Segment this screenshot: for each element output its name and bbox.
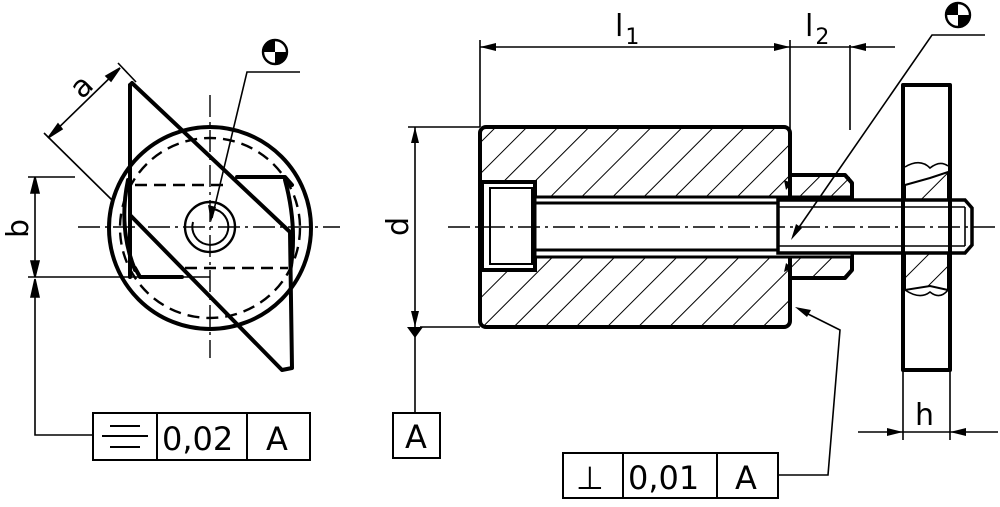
symmetry-symbol-icon bbox=[102, 425, 148, 448]
datum-triangle-icon bbox=[407, 327, 423, 338]
perpendicularity-leader bbox=[778, 309, 841, 476]
left-view: a b 0,02 A bbox=[1, 38, 340, 461]
plate-section bbox=[904, 170, 949, 292]
perpendicularity-datum: A bbox=[735, 459, 757, 497]
perpendicularity-tolerance-frame: ⊥ 0,01 A bbox=[562, 452, 779, 499]
screw-head bbox=[489, 187, 533, 265]
dim-d-label: d bbox=[381, 217, 416, 236]
dim-b-label: b bbox=[1, 219, 36, 238]
dim-a-label: a bbox=[63, 68, 101, 106]
body-section bbox=[480, 127, 850, 327]
perpendicularity-symbol-icon: ⊥ bbox=[576, 459, 604, 497]
symmetry-tolerance-frame: 0,02 A bbox=[92, 412, 311, 461]
symmetry-value: 0,02 bbox=[162, 420, 233, 458]
position-leader-left bbox=[211, 71, 300, 219]
dim-h-label: h bbox=[915, 398, 934, 433]
slot-bottom bbox=[133, 266, 184, 279]
perpendicularity-value: 0,01 bbox=[628, 459, 699, 497]
symmetry-leader bbox=[34, 297, 93, 436]
datum-label: A bbox=[405, 418, 427, 456]
position-symbol-icon bbox=[261, 38, 289, 66]
slot-top bbox=[235, 175, 294, 187]
dim-l2-label: l2 bbox=[805, 9, 829, 50]
position-symbol-icon bbox=[944, 1, 972, 29]
symmetry-datum: A bbox=[266, 420, 288, 458]
outer-circle bbox=[107, 125, 313, 331]
position-leader-right bbox=[792, 34, 985, 237]
thread-arc bbox=[191, 208, 230, 246]
dim-l1-label: l1 bbox=[615, 9, 639, 50]
section-view: l1 l2 d A ⊥ 0,01 A h bbox=[381, 1, 998, 499]
